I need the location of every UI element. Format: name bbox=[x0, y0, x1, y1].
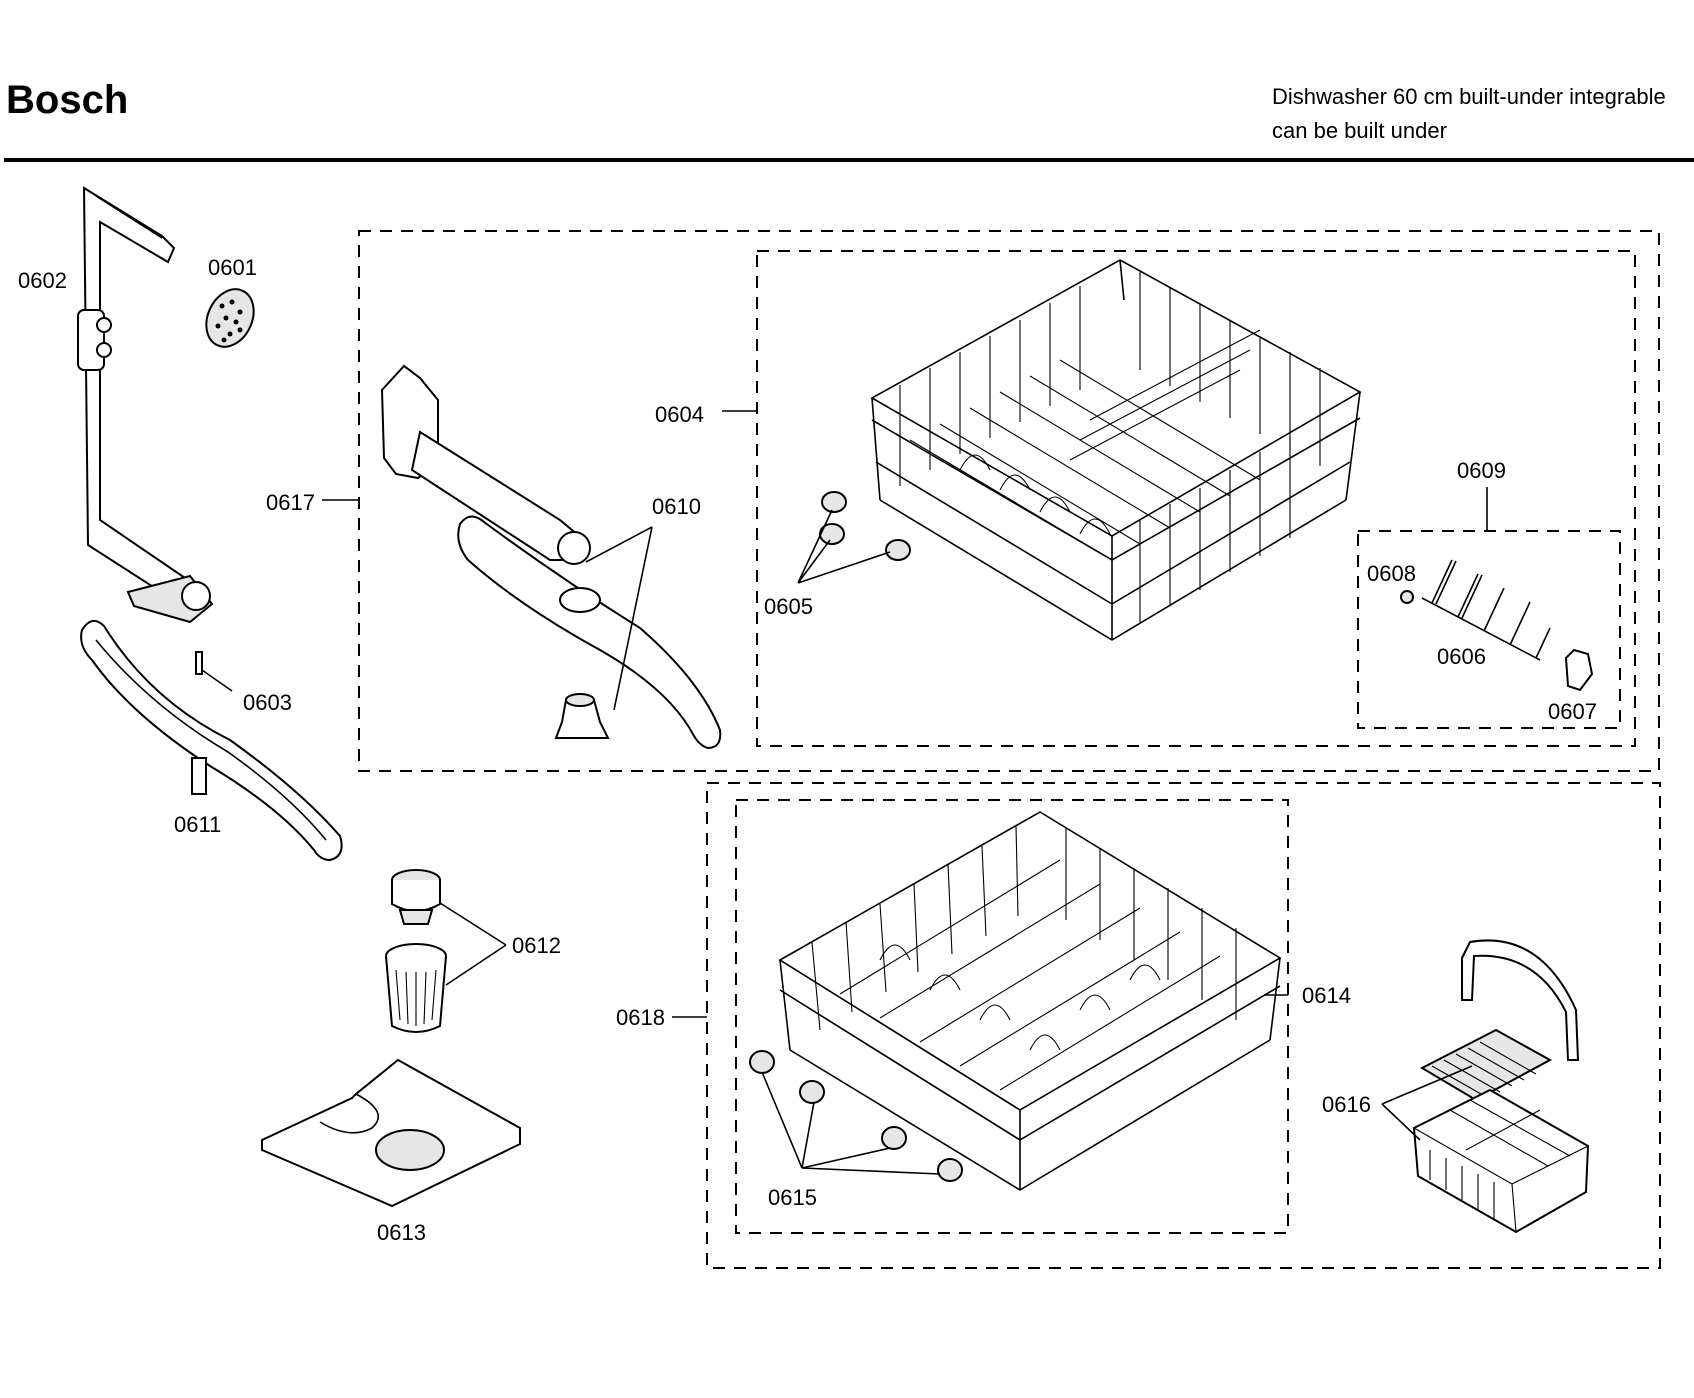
label-part-0601: 0601 bbox=[208, 255, 257, 280]
label-part-0602: 0602 bbox=[18, 268, 67, 293]
label-part-0606: 0606 bbox=[1437, 644, 1486, 669]
brand-title: Bosch bbox=[6, 78, 129, 122]
filter-plate-illustration bbox=[261, 1058, 521, 1208]
model-description-line-1: Dishwasher 60 cm built-under integrable bbox=[1272, 84, 1666, 109]
upper-spray-arm-illustration bbox=[380, 364, 722, 750]
upper-rack-box-0604 bbox=[756, 250, 1636, 747]
cutlery-basket-illustration bbox=[1412, 939, 1590, 1234]
label-part-0612: 0612 bbox=[512, 933, 561, 958]
leader-lines bbox=[201, 410, 1488, 1175]
label-part-0608: 0608 bbox=[1367, 561, 1416, 586]
header-divider bbox=[4, 158, 1694, 162]
rack-clip-illustration bbox=[1564, 648, 1594, 692]
label-part-0605: 0605 bbox=[764, 594, 813, 619]
rack-screw-illustration bbox=[1400, 590, 1414, 604]
model-description-line-2: can be built under bbox=[1272, 118, 1447, 143]
pin-illustration bbox=[195, 651, 203, 675]
label-part-0610: 0610 bbox=[652, 494, 701, 519]
label-part-0611: 0611 bbox=[174, 812, 221, 837]
label-part-0603: 0603 bbox=[243, 690, 292, 715]
lower-rack-illustration bbox=[778, 811, 1282, 1191]
lower-rack-box-0614 bbox=[735, 799, 1289, 1234]
lower-group-box-0618 bbox=[706, 782, 1661, 1269]
label-part-0615: 0615 bbox=[768, 1185, 817, 1210]
upper-rack-rollers-illustration bbox=[819, 491, 911, 561]
filter-assembly-illustration bbox=[385, 869, 447, 1033]
rack-insert-illustration bbox=[1421, 559, 1551, 661]
rack-insert-box-0609 bbox=[1357, 530, 1621, 729]
label-part-0616: 0616 bbox=[1322, 1092, 1371, 1117]
label-part-0618: 0618 bbox=[616, 1005, 665, 1030]
label-part-0617: 0617 bbox=[266, 490, 315, 515]
upper-group-box-0617 bbox=[358, 230, 1660, 772]
supply-pipe-illustration bbox=[77, 186, 214, 624]
label-part-0604: 0604 bbox=[655, 402, 704, 427]
lower-rack-rollers-illustration bbox=[749, 1050, 963, 1182]
label-part-0609: 0609 bbox=[1457, 458, 1506, 483]
label-part-0614: 0614 bbox=[1302, 983, 1351, 1008]
upper-rack-illustration bbox=[870, 259, 1362, 641]
filter-disc-illustration bbox=[205, 288, 255, 348]
label-part-0613: 0613 bbox=[377, 1220, 426, 1245]
label-part-0607: 0607 bbox=[1548, 699, 1597, 724]
lower-spray-arm-illustration bbox=[80, 619, 343, 862]
